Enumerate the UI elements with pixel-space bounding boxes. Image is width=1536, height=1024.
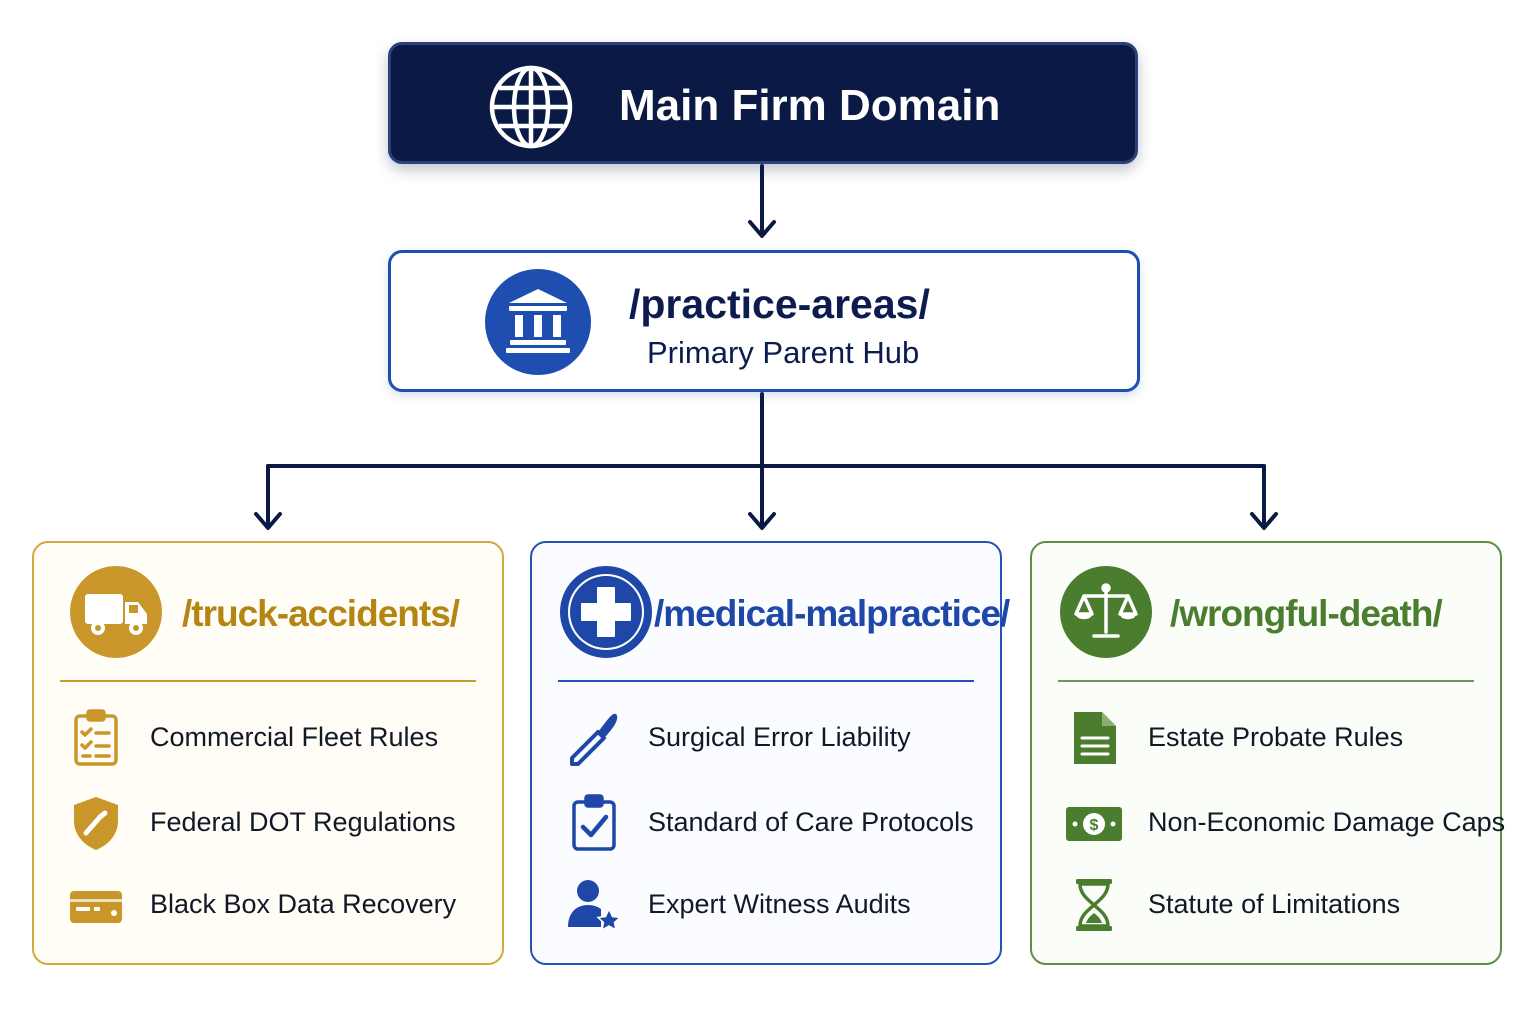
wrongful-death-title: /wrongful-death/	[1170, 593, 1443, 634]
data-recorder-icon	[70, 891, 122, 923]
wrongful-death-card[interactable]: /wrongful-death/ Estate Probate Rules $ …	[1030, 541, 1505, 965]
truck-accidents-title: /truck-accidents/	[182, 593, 460, 634]
main-firm-domain-node[interactable]: Main Firm Domain	[388, 42, 1138, 164]
list-item-black-box-data-recovery[interactable]: Black Box Data Recovery	[34, 873, 502, 937]
medical-malpractice-card[interactable]: /medical-malpractice/ Surgical Error Lia…	[530, 541, 1010, 965]
practice-areas-hub-node[interactable]: /practice-areas/ Primary Parent Hub	[388, 250, 1140, 392]
main-firm-domain-title: Main Firm Domain	[619, 81, 1001, 130]
medical-cross-icon	[560, 566, 652, 658]
hub-subtitle: Primary Parent Hub	[647, 335, 920, 370]
branch-to-wrongful-arrowhead	[1250, 512, 1278, 530]
medical-malpractice-title: /medical-malpractice/	[654, 593, 1010, 634]
item-label: Surgical Error Liability	[648, 722, 911, 752]
item-label: Estate Probate Rules	[1148, 722, 1404, 752]
branch-to-truck-arrowhead	[254, 512, 282, 530]
document-icon	[1074, 712, 1116, 764]
list-item-standard-of-care-protocols[interactable]: Standard of Care Protocols	[532, 791, 1000, 855]
user-star-icon	[568, 880, 622, 932]
item-label: Black Box Data Recovery	[150, 889, 457, 919]
list-item-federal-dot-regulations[interactable]: Federal DOT Regulations	[34, 791, 502, 855]
item-label: Expert Witness Audits	[648, 889, 911, 919]
truck-icon	[70, 566, 162, 658]
item-label: Statute of Limitations	[1148, 889, 1401, 919]
item-label: Standard of Care Protocols	[648, 807, 974, 837]
globe-icon	[489, 65, 573, 149]
hub-path-label: /practice-areas/	[629, 281, 930, 327]
card-divider	[1058, 680, 1474, 682]
clipboard-check-icon	[572, 794, 616, 851]
list-item-commercial-fleet-rules[interactable]: Commercial Fleet Rules	[34, 706, 502, 770]
list-item-estate-probate-rules[interactable]: Estate Probate Rules	[1032, 706, 1500, 770]
root-to-hub-arrowhead	[748, 220, 776, 238]
shield-icon	[74, 797, 118, 850]
item-label: Non-Economic Damage Caps	[1148, 807, 1506, 837]
branch-to-medical-arrowhead	[748, 512, 776, 530]
list-item-expert-witness-audits[interactable]: Expert Witness Audits	[532, 873, 1000, 937]
item-label: Commercial Fleet Rules	[150, 722, 439, 752]
scalpel-icon	[570, 713, 618, 766]
list-item-non-economic-damage-caps[interactable]: $ Non-Economic Damage Caps	[1032, 791, 1505, 855]
svg-text:$: $	[1090, 817, 1099, 834]
courthouse-icon	[485, 269, 591, 375]
checklist-clipboard-icon	[74, 709, 118, 766]
card-divider	[558, 680, 974, 682]
hourglass-icon	[1076, 879, 1112, 931]
dollar-bill-icon: $	[1066, 807, 1122, 841]
truck-accidents-card[interactable]: /truck-accidents/ Commercial Fleet Rules…	[32, 541, 504, 965]
item-label: Federal DOT Regulations	[150, 807, 456, 837]
card-divider	[60, 680, 476, 682]
list-item-surgical-error-liability[interactable]: Surgical Error Liability	[532, 706, 1000, 770]
list-item-statute-of-limitations[interactable]: Statute of Limitations	[1032, 873, 1500, 937]
scales-icon	[1060, 566, 1152, 658]
